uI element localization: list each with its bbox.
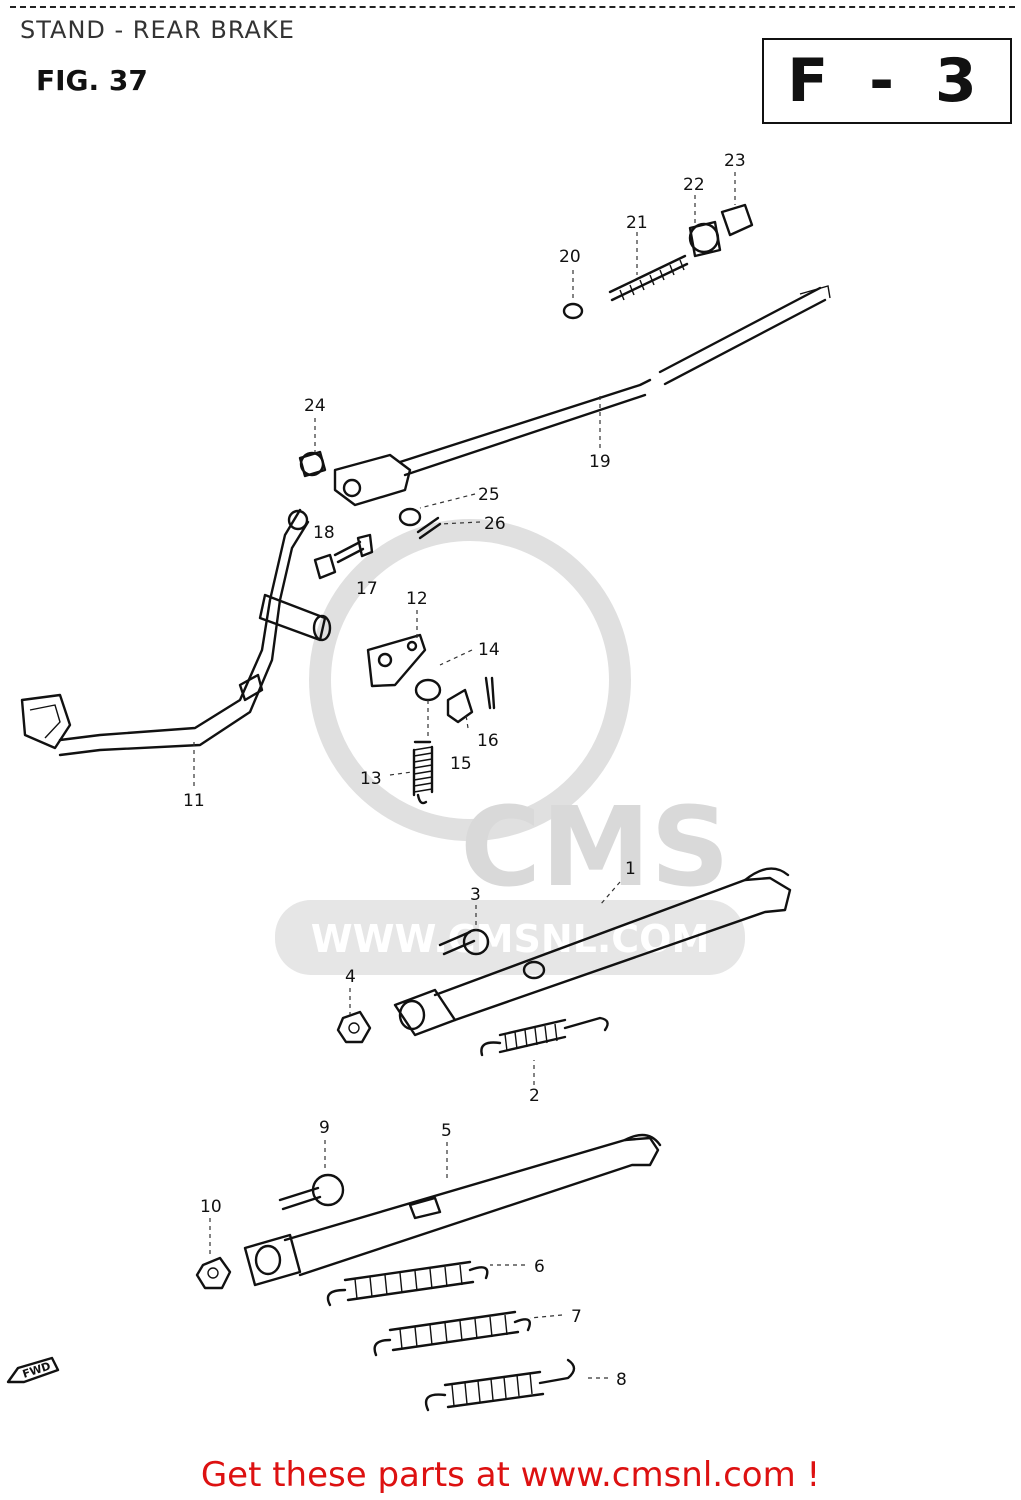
nut-18 <box>313 553 337 580</box>
callout-25: 25 <box>478 485 500 505</box>
stand-spring-6 <box>326 1260 489 1307</box>
callout-16: 16 <box>477 731 499 751</box>
footer-cta-link[interactable]: Get these parts at www.cmsnl.com ! <box>200 1455 821 1495</box>
callout-21: 21 <box>626 213 648 233</box>
pedal-spring <box>412 740 434 805</box>
washer-14 <box>414 678 442 702</box>
section-code: F - 3 <box>787 46 987 116</box>
plate-12 <box>366 633 427 688</box>
stand-bolt-9 <box>278 1173 345 1211</box>
side-stand-1 <box>393 867 792 1037</box>
callout-17: 17 <box>356 579 378 599</box>
callout-3: 3 <box>470 885 481 905</box>
nut-10 <box>195 1256 232 1290</box>
top-border-rule <box>10 6 1015 8</box>
callout-8: 8 <box>616 1370 627 1390</box>
side-stand-5 <box>243 1133 662 1287</box>
pedal-bolt <box>313 533 374 580</box>
stand-spring-2 <box>480 1016 609 1057</box>
rod-clevis <box>333 453 412 507</box>
stand-spring-7 <box>373 1310 531 1357</box>
callout-14: 14 <box>478 640 500 660</box>
watermark: CMS WWW.CMSNL.COM <box>275 519 745 975</box>
fwd-arrow-icon: FWD <box>6 1356 60 1384</box>
watermark-helmet-shape <box>309 519 631 841</box>
callout-15: 15 <box>450 754 472 774</box>
callout-24: 24 <box>304 396 326 416</box>
callout-19: 19 <box>589 452 611 472</box>
watermark-brand: CMS <box>460 783 729 911</box>
pedal-pad <box>20 693 72 750</box>
callout-5: 5 <box>441 1121 452 1141</box>
section-code-box: F - 3 <box>762 38 1012 124</box>
callout-9: 9 <box>319 1118 330 1138</box>
callout-23: 23 <box>724 151 746 171</box>
pin-15 <box>484 676 492 710</box>
cotter-parts <box>398 507 442 540</box>
nut-4 <box>336 1010 372 1044</box>
adjuster-parts <box>562 203 754 320</box>
callout-10: 10 <box>200 1197 222 1217</box>
callout-26: 26 <box>484 514 506 534</box>
callout-1: 1 <box>625 859 636 879</box>
callout-11: 11 <box>183 791 205 811</box>
brake-pedal <box>20 508 332 757</box>
callout-13: 13 <box>360 769 382 789</box>
page-title: STAND - REAR BRAKE <box>20 16 295 44</box>
stand-spring-8 <box>424 1358 576 1412</box>
nut-16 <box>446 688 474 724</box>
watermark-banner <box>275 900 745 975</box>
callout-2: 2 <box>529 1086 540 1106</box>
callout-4: 4 <box>345 967 356 987</box>
stand-5-boss <box>243 1233 302 1287</box>
stand-1-boss <box>393 988 457 1037</box>
leader-lines <box>193 172 736 1379</box>
pivot-hardware <box>414 676 496 724</box>
clevis-pin <box>298 450 327 478</box>
callout-22: 22 <box>683 175 705 195</box>
callout-12: 12 <box>406 589 428 609</box>
callout-6: 6 <box>534 1257 545 1277</box>
figure-label: FIG. 37 <box>36 64 148 97</box>
callout-18: 18 <box>313 523 335 543</box>
nut-23 <box>720 203 754 237</box>
callout-numbers: 1 2 3 4 5 6 7 8 9 10 11 12 13 14 15 16 1… <box>183 151 746 1390</box>
callout-20: 20 <box>559 247 581 267</box>
brake-rod <box>398 285 831 477</box>
watermark-url: WWW.CMSNL.COM <box>311 917 710 961</box>
callout-7: 7 <box>571 1307 582 1327</box>
washer-20 <box>562 302 584 320</box>
